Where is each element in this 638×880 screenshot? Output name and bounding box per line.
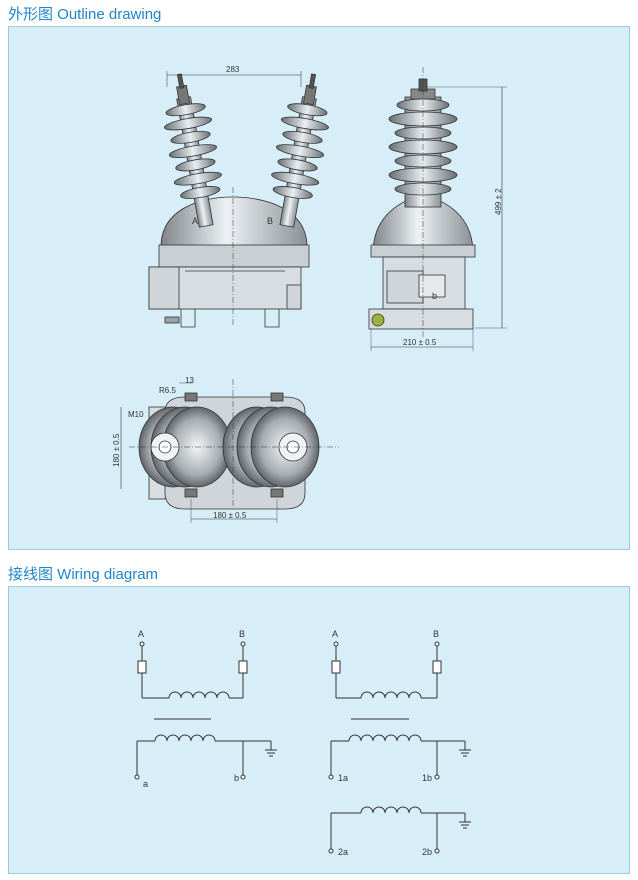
- right-terminal-2a: 2a: [338, 847, 348, 857]
- outline-drawing-panel: 283 A B b 499 ± 2 210 ± 0.5: [8, 26, 630, 550]
- top-view: [120, 379, 339, 523]
- terminal-a-label: A: [192, 216, 198, 226]
- front-view: [148, 71, 329, 328]
- side-view: [368, 67, 507, 351]
- left-terminal-a: A: [138, 629, 144, 639]
- dim-180-horizontal-label: 180 ± 0.5: [213, 511, 247, 520]
- right-terminal-b: B: [433, 629, 439, 639]
- left-terminal-b: B: [239, 629, 245, 639]
- terminal-b-label: B: [267, 216, 273, 226]
- dim-r65-label: R6.5: [159, 386, 176, 395]
- dim-13-label: 13: [185, 376, 194, 385]
- outline-heading: 外形图 Outline drawing: [8, 6, 162, 23]
- terminal-b-small-label: b: [432, 291, 437, 301]
- dim-180-vertical-label: 180 ± 0.5: [112, 433, 121, 467]
- wiring-heading: 接线图 Wiring diagram: [8, 566, 159, 583]
- left-terminal-sec-a: a: [143, 779, 148, 789]
- right-terminal-1b: 1b: [422, 773, 432, 783]
- outline-drawing: 283 A B b 499 ± 2 210 ± 0.5: [112, 65, 507, 523]
- right-terminal-1a: 1a: [338, 773, 348, 783]
- dim-210-label: 210 ± 0.5: [403, 338, 437, 347]
- dim-m10-label: M10: [128, 410, 144, 419]
- dim-499-label: 499 ± 2: [494, 188, 503, 215]
- wiring-diagram-panel: A B a b A B 1a 1b 2a 2b: [8, 586, 630, 874]
- right-terminal-2b: 2b: [422, 847, 432, 857]
- left-terminal-sec-b: b: [234, 773, 239, 783]
- wiring-diagram: A B a b A B 1a 1b 2a 2b: [134, 629, 471, 857]
- dim-283-label: 283: [226, 65, 240, 74]
- right-terminal-a: A: [332, 629, 338, 639]
